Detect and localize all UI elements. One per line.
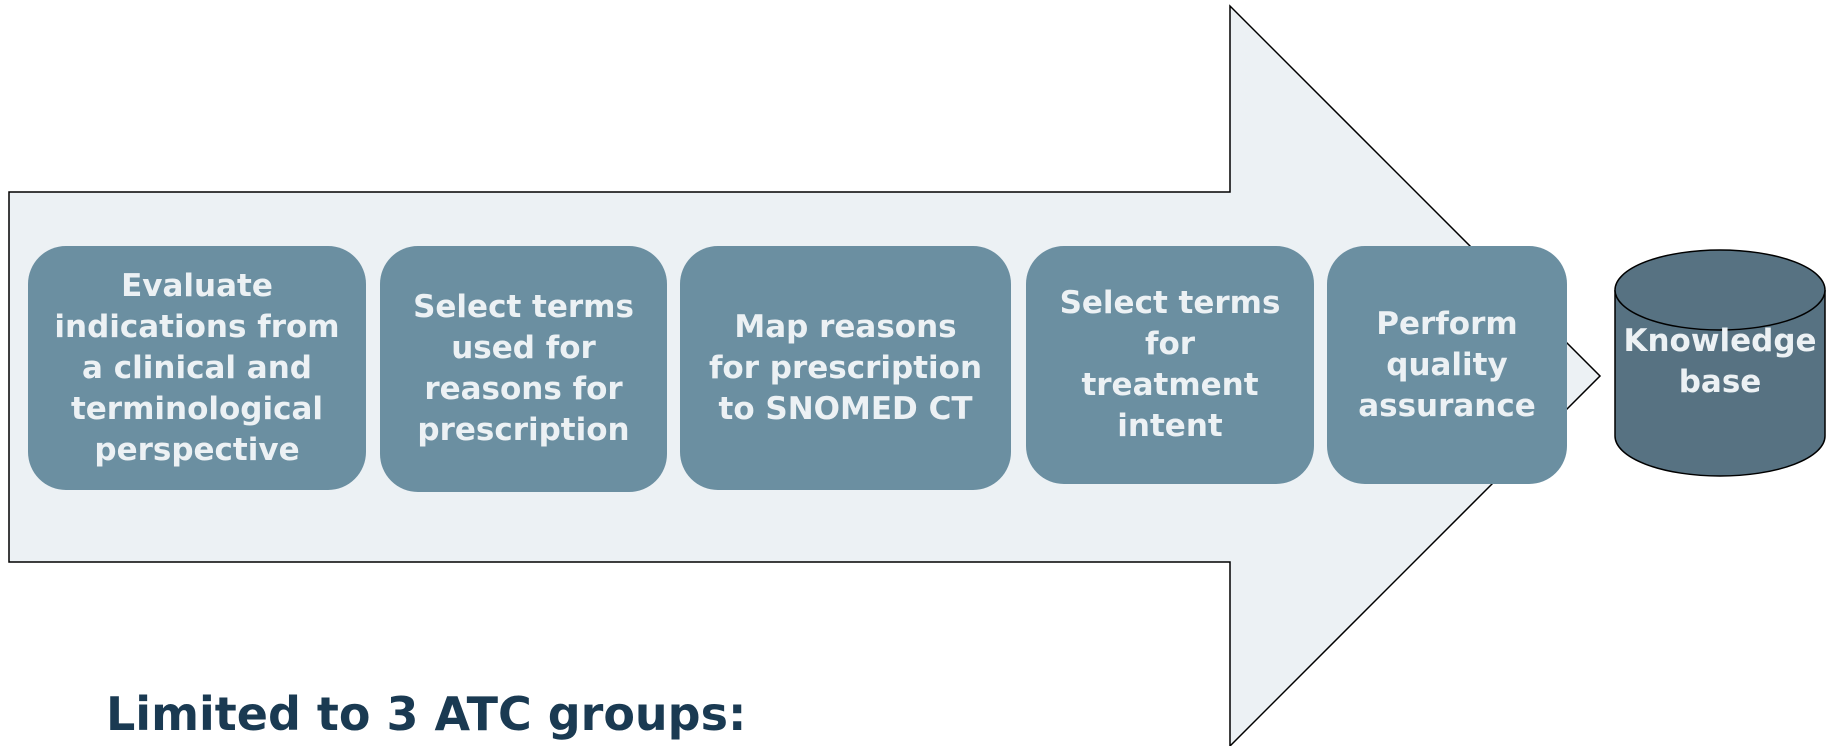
step-map-to-snomed: Map reasons for prescription to SNOMED C…: [680, 246, 1011, 490]
step-select-terms-reasons: Select terms used for reasons for prescr…: [380, 246, 667, 492]
step-evaluate-indications: Evaluate indications from a clinical and…: [28, 246, 366, 490]
step-select-treatment-intent: Select terms for treatment intent: [1026, 246, 1314, 484]
atc-groups-heading: Limited to 3 ATC groups:: [106, 687, 747, 741]
knowledge-base-label: Knowledge base: [1623, 323, 1817, 400]
cylinder-body: [1614, 290, 1826, 477]
step-quality-assurance: Perform quality assurance: [1327, 246, 1567, 484]
cylinder-top: [1614, 249, 1826, 331]
